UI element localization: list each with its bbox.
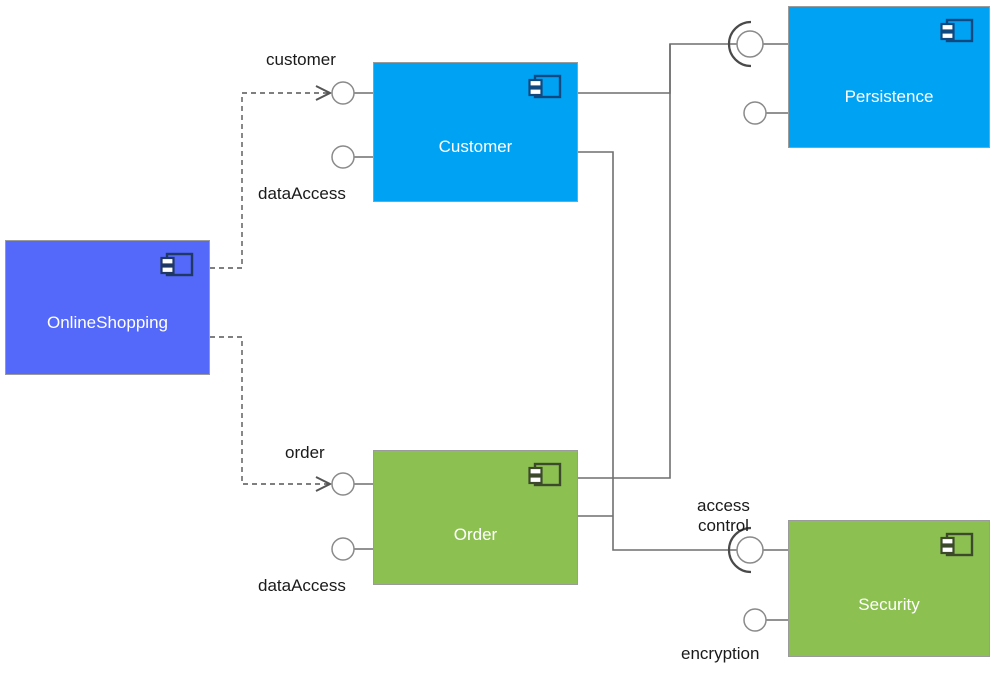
component-name-order: Order (453, 525, 498, 544)
interface-label-order-dataaccess: dataAccess (258, 576, 346, 595)
interface-label-customer-dataaccess: dataAccess (258, 184, 346, 203)
assembly-connectors (354, 43, 788, 621)
component-name-security: Security (858, 595, 920, 614)
interface-symbols (331, 20, 767, 632)
dependency-onlineshopping-to-customer (210, 93, 330, 269)
icon-tab-top (940, 22, 955, 32)
interface-ball-persistence-secondary[interactable] (743, 101, 767, 125)
interface-label-security-accesscontrol: access control (697, 496, 750, 535)
interface-label-order-provided: order (285, 443, 325, 462)
component-box-persistence[interactable]: Persistence (788, 6, 990, 148)
component-stereotype-icon (940, 532, 974, 557)
dependency-arrows (210, 93, 330, 484)
icon-tab-top (528, 78, 543, 88)
interface-ball-order-dataaccess[interactable] (331, 537, 355, 561)
component-stereotype-icon (528, 74, 562, 99)
interface-ball-security-encryption[interactable] (743, 608, 767, 632)
socket-arc-persistence-provided (727, 20, 752, 68)
component-name-customer: Customer (438, 137, 513, 156)
icon-tab-top (160, 256, 175, 266)
icon-tab-top (940, 536, 955, 546)
component-stereotype-icon (160, 252, 194, 277)
interface-ball-order-provided[interactable] (331, 472, 355, 496)
icon-tab-top (528, 466, 543, 476)
interface-label-security-encryption: encryption (681, 644, 760, 663)
component-stereotype-icon (528, 462, 562, 487)
interface-label-customer-provided: customer (266, 50, 336, 69)
component-name-persistence: Persistence (844, 87, 934, 106)
icon-tab-bottom (528, 87, 543, 97)
icon-tab-bottom (160, 265, 175, 275)
interface-ball-customer-dataaccess[interactable] (331, 145, 355, 169)
icon-tab-bottom (940, 31, 955, 41)
component-name-onlineshopping: OnlineShopping (47, 313, 168, 332)
interface-ball-customer-provided[interactable] (331, 81, 355, 105)
interface-ball-security-accesscontrol[interactable] (736, 536, 764, 564)
component-box-onlineshopping[interactable]: OnlineShopping (5, 240, 210, 375)
component-box-order[interactable]: Order (373, 450, 578, 585)
connector-customer-to-persistence (578, 43, 737, 94)
connector-order-to-persistence (578, 44, 671, 479)
socket-arc-security-accesscontrol (727, 526, 752, 574)
component-box-security[interactable]: Security (788, 520, 990, 657)
icon-tab-bottom (940, 545, 955, 555)
component-box-customer[interactable]: Customer (373, 62, 578, 202)
interface-ball-persistence-provided[interactable] (736, 30, 764, 58)
connector-customer-to-security (578, 151, 737, 551)
component-stereotype-icon (940, 18, 974, 43)
icon-tab-bottom (528, 475, 543, 485)
